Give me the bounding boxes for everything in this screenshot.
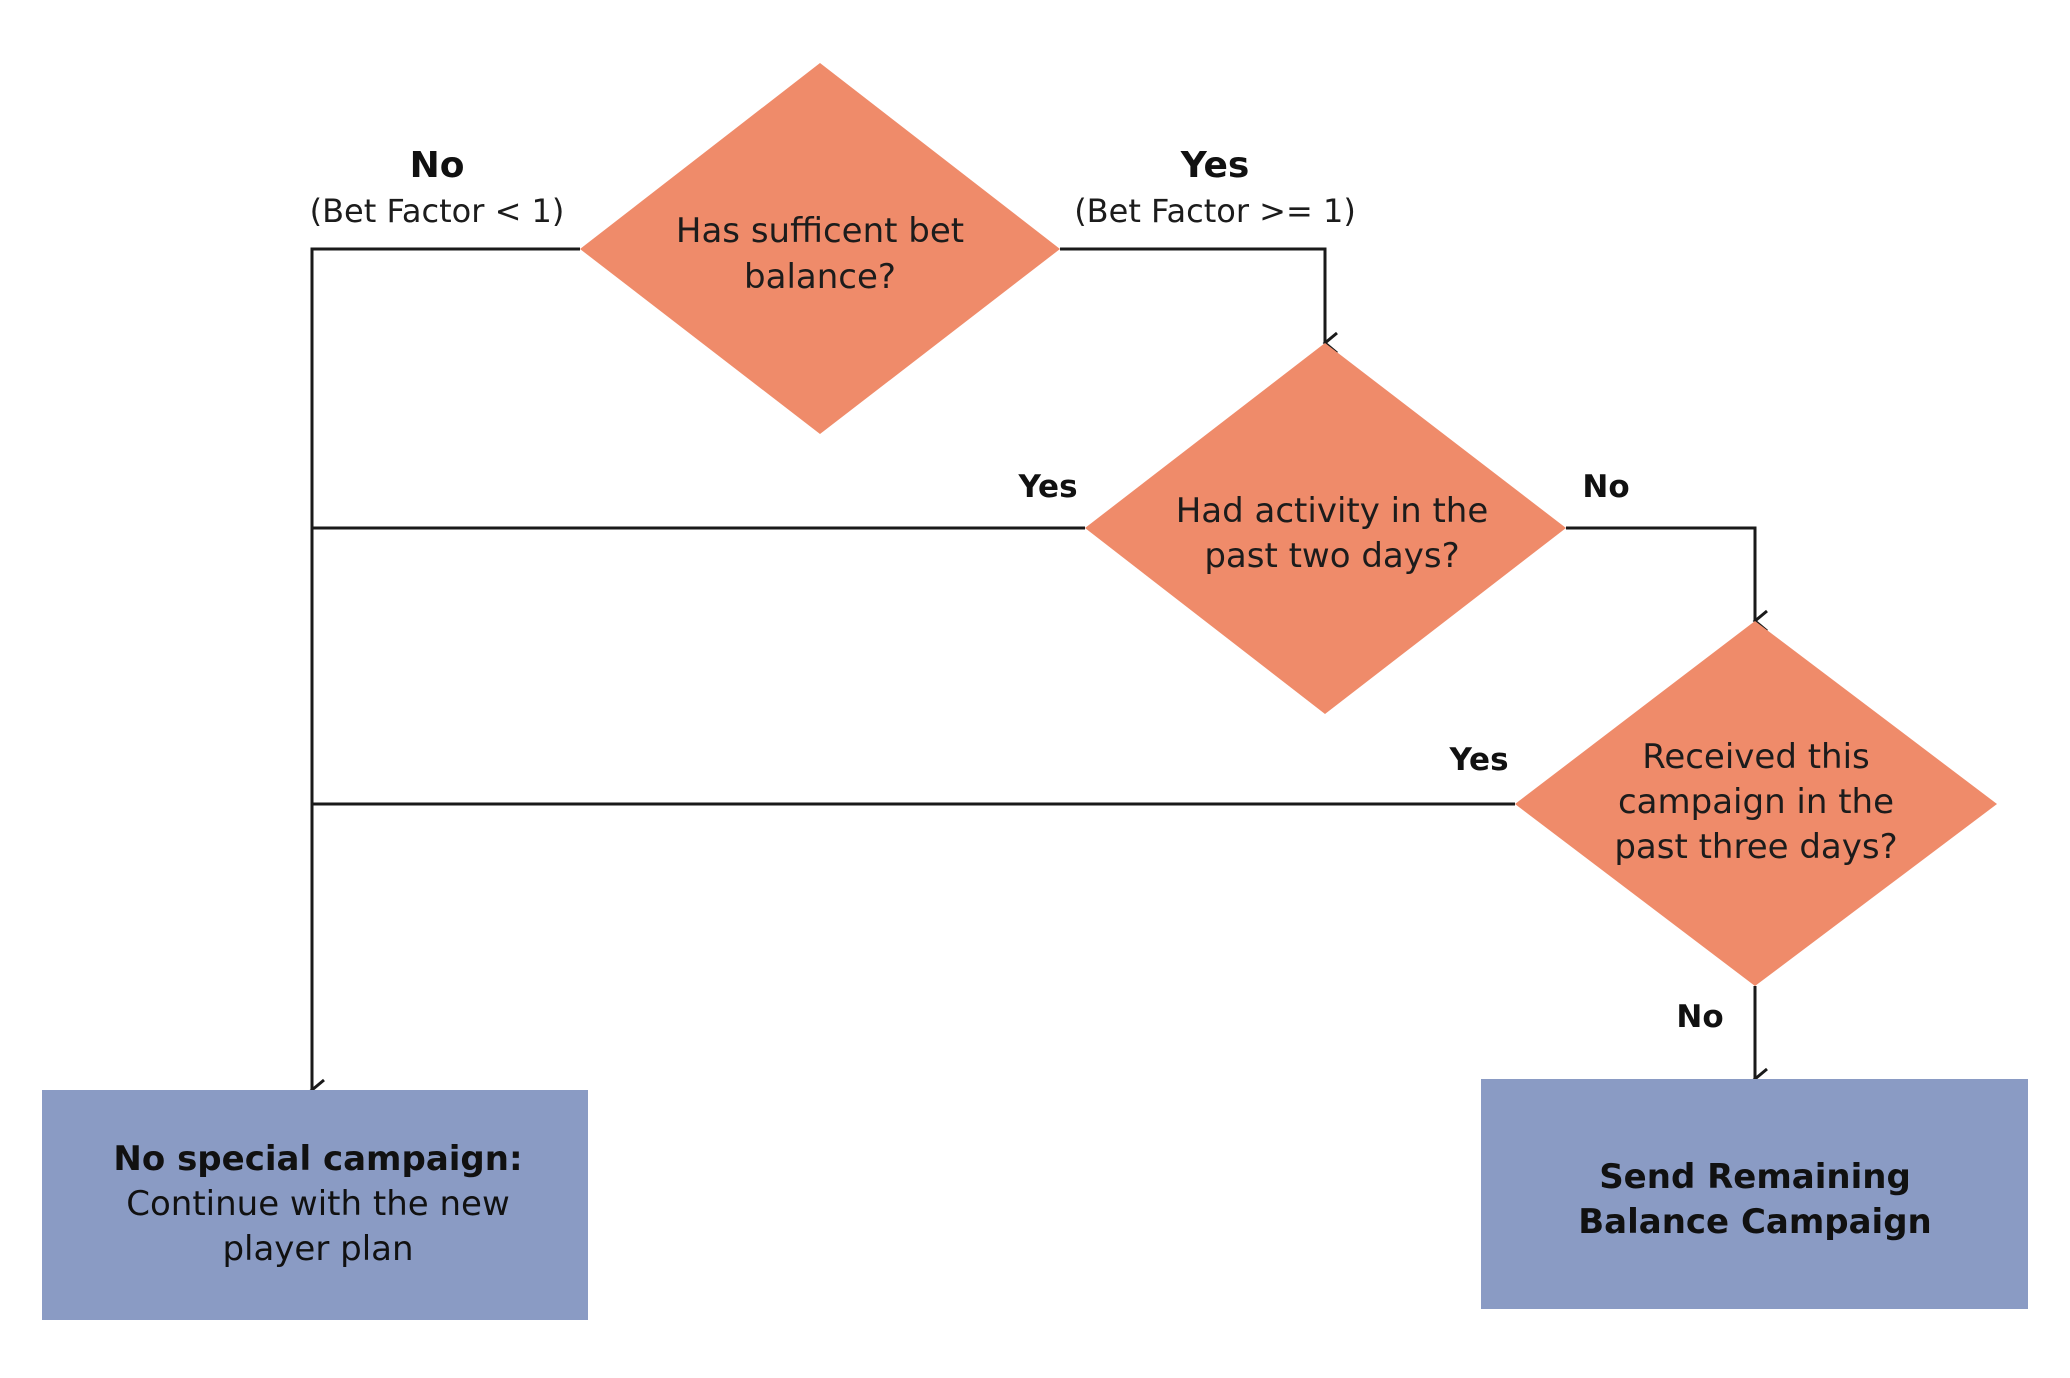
edge-label-balance-no: No (Bet Factor < 1) [310, 145, 565, 230]
edge-label-balance-no-text: No [410, 145, 465, 186]
outcome-send-campaign-line1: Send Remaining [1599, 1157, 1911, 1197]
outcome-send-campaign: Send Remaining Balance Campaign [1481, 1079, 2028, 1309]
outcome-send-campaign-box [1481, 1079, 2028, 1309]
decision-received-line2: campaign in the [1618, 782, 1894, 822]
outcome-no-special-campaign-title: No special campaign: [113, 1139, 522, 1179]
decision-received: Received this campaign in the past three… [1515, 621, 1997, 986]
decision-received-line1: Received this [1642, 737, 1870, 777]
decision-balance-line1: Has sufficent bet [676, 211, 964, 251]
connector-balance-no [309, 247, 580, 1102]
edge-label-balance-no-condition: (Bet Factor < 1) [310, 192, 565, 230]
outcome-no-special-campaign-box [42, 1090, 588, 1320]
decision-activity-shape [1085, 343, 1566, 714]
decision-activity-line2: past two days? [1204, 536, 1459, 576]
decision-activity: Had activity in the past two days? [1085, 343, 1566, 714]
edge-label-received-no: No [1676, 999, 1723, 1035]
decision-activity-line1: Had activity in the [1176, 491, 1489, 531]
outcome-no-special-campaign: No special campaign: Continue with the n… [42, 1090, 588, 1320]
outcome-send-campaign-line2: Balance Campaign [1578, 1202, 1932, 1242]
decision-balance-shape [580, 63, 1060, 434]
outcome-no-special-campaign-line3: player plan [222, 1229, 413, 1269]
decision-received-line3: past three days? [1614, 827, 1897, 867]
outcome-no-special-campaign-line2: Continue with the new [126, 1184, 510, 1224]
connector-activity-no [1566, 526, 1768, 633]
connector-balance-yes [1060, 247, 1338, 355]
edge-label-balance-yes: Yes (Bet Factor >= 1) [1074, 145, 1356, 230]
edge-label-received-yes: Yes [1448, 742, 1508, 778]
decision-balance: Has sufficent bet balance? [580, 63, 1060, 434]
edge-label-balance-yes-condition: (Bet Factor >= 1) [1074, 192, 1356, 230]
decision-balance-line2: balance? [744, 257, 896, 297]
edge-label-activity-yes: Yes [1017, 469, 1077, 505]
decision-received-shape [1515, 621, 1997, 986]
edge-label-activity-no: No [1582, 469, 1629, 505]
edge-label-balance-yes-text: Yes [1180, 145, 1250, 186]
